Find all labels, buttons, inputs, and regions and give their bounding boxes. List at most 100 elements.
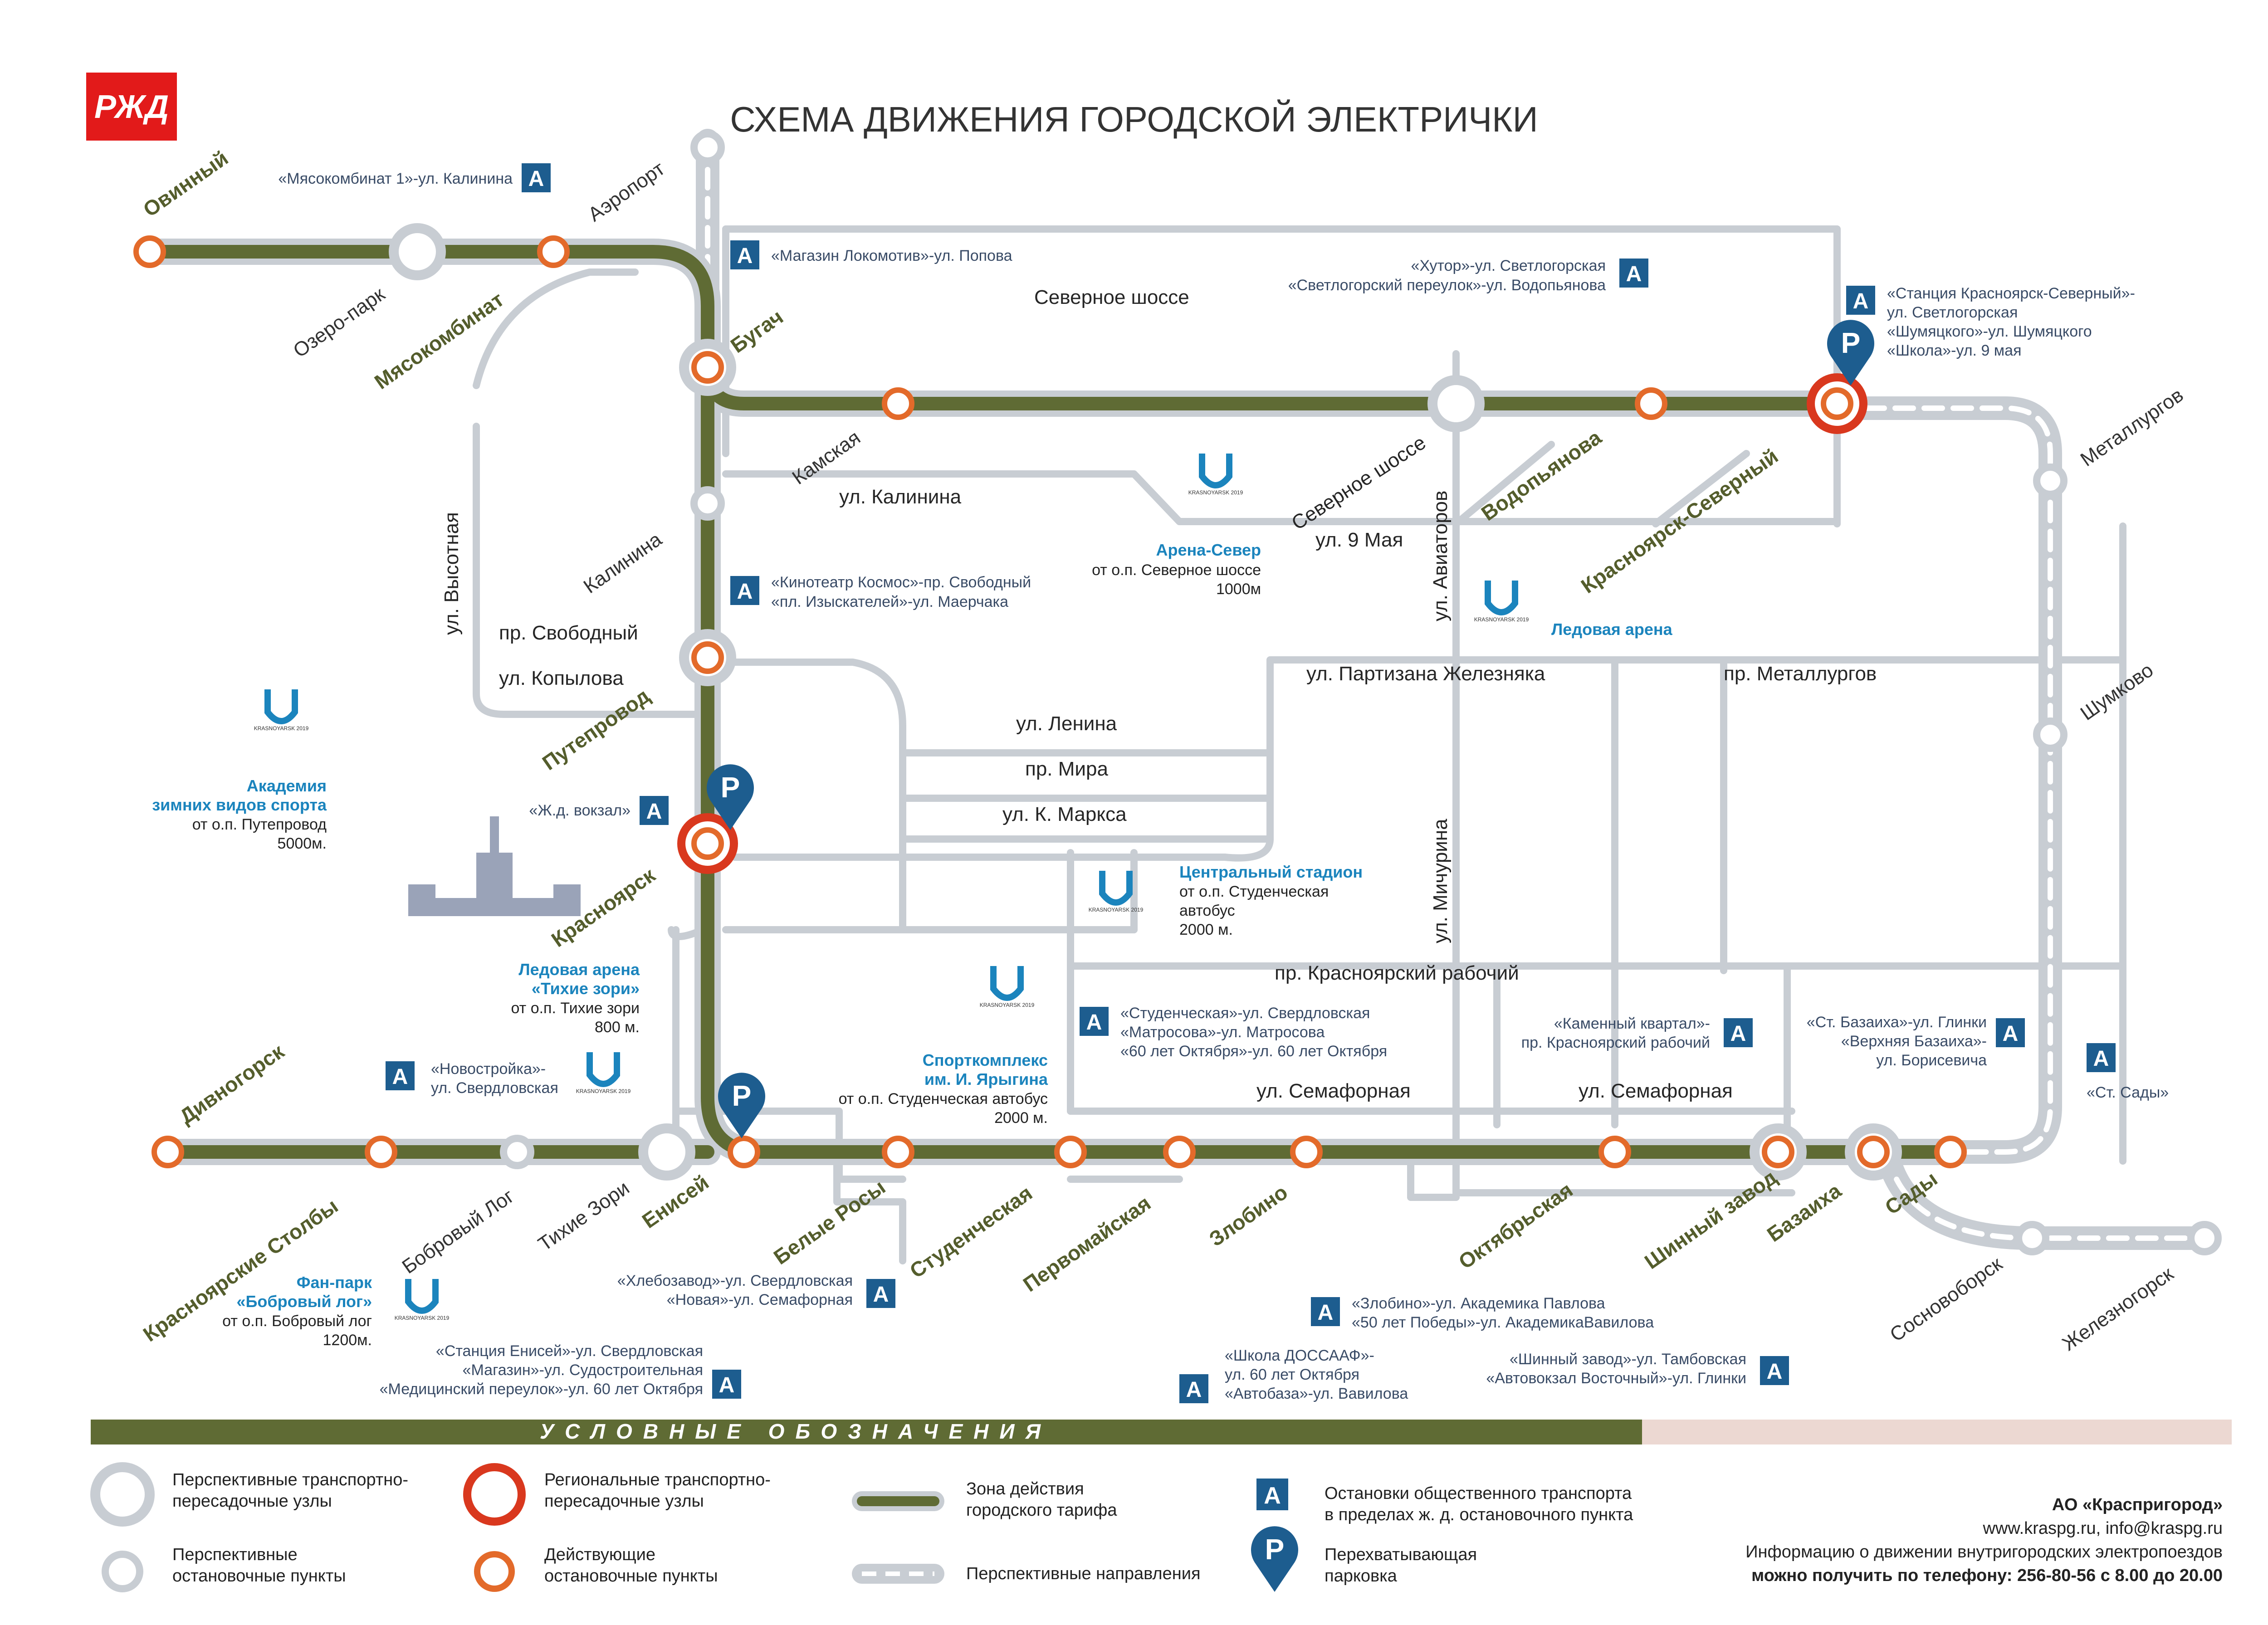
venue-title: Центральный стадион bbox=[1179, 863, 1363, 881]
legend-label: Остановки общественного транспорта bbox=[1325, 1484, 1632, 1503]
legend-label: остановочные пункты bbox=[172, 1566, 346, 1586]
legend-label: Региональные транспортно- bbox=[544, 1470, 771, 1489]
svg-text:A: A bbox=[1730, 1022, 1746, 1046]
street-label: пр. Мира bbox=[1025, 758, 1108, 780]
station-oktyabrskaya[interactable] bbox=[1598, 1136, 1631, 1168]
street-label: Северное шоссе bbox=[1034, 286, 1189, 308]
station-bugach[interactable] bbox=[691, 351, 724, 384]
hub-severnoe-shosse bbox=[1427, 375, 1485, 432]
universiade-logo: KRASNOYARSK 2019 bbox=[1188, 454, 1243, 496]
bus-stop-sign: A bbox=[1311, 1297, 1340, 1326]
svg-text:A: A bbox=[646, 800, 662, 824]
svg-text:A: A bbox=[1767, 1360, 1783, 1384]
station-ovinny[interactable] bbox=[133, 235, 166, 268]
label-divnogorsk: Дивногорск bbox=[175, 1039, 289, 1128]
legend-label: Перспективные bbox=[172, 1545, 298, 1564]
street-label: пр. Металлургов bbox=[1724, 663, 1877, 685]
street-label: ул. Авиаторов bbox=[1429, 491, 1452, 621]
label-putoprovod: Путепровод bbox=[538, 683, 654, 775]
svg-text:A: A bbox=[737, 580, 753, 604]
street-network bbox=[473, 225, 2126, 1264]
venue-title: Арена-Север bbox=[1156, 541, 1261, 559]
svg-text:P: P bbox=[1265, 1533, 1285, 1566]
bus-stop-sign: A bbox=[1760, 1356, 1789, 1385]
label-enisey: Енисей bbox=[638, 1170, 713, 1233]
transit-note: «Ст. Базаиха»-ул. Глинки bbox=[1807, 1014, 1987, 1031]
stop-shumkovo bbox=[2033, 717, 2068, 752]
transit-note: «Кинотеатр Космос»-пр. Свободный bbox=[771, 574, 1031, 591]
legend-label: Зона действия bbox=[966, 1479, 1084, 1498]
transit-note: ул. 60 лет Октября bbox=[1225, 1366, 1359, 1383]
universiade-logo: KRASNOYARSK 2019 bbox=[576, 1052, 631, 1094]
transit-note: «Медицинский переулок»-ул. 60 лет Октябр… bbox=[380, 1381, 703, 1398]
station-pervomayskaya[interactable] bbox=[1163, 1136, 1196, 1168]
street-label: ул. Партизана Железняка bbox=[1306, 663, 1545, 685]
venue-desc: 5000м. bbox=[278, 835, 327, 852]
station-shinny-zavod[interactable] bbox=[1762, 1136, 1794, 1168]
station-belye-rosy[interactable] bbox=[882, 1136, 914, 1168]
parking-icon[interactable]: P bbox=[707, 764, 754, 830]
street-label: ул. 9 Мая bbox=[1315, 529, 1403, 551]
footer-info: Информацию о движении внутригородских эл… bbox=[1745, 1542, 2223, 1562]
stop-metallurgov bbox=[2033, 464, 2068, 498]
legend-label: пересадочные узлы bbox=[172, 1492, 332, 1511]
footer: АО «Краспригород» www.kraspg.ru, info@kr… bbox=[1745, 1495, 2223, 1585]
station-divnogorsk[interactable] bbox=[152, 1136, 184, 1168]
station-krasnoyarsk[interactable] bbox=[691, 827, 724, 860]
station-enisey[interactable] bbox=[728, 1136, 760, 1168]
hub-ozero-park bbox=[389, 223, 446, 280]
station-putoprovod[interactable] bbox=[691, 641, 724, 674]
station-krasnoyarsk-severny[interactable] bbox=[1821, 387, 1853, 420]
station-kamskaya[interactable] bbox=[882, 387, 914, 420]
street-label: ул. Мичурина bbox=[1429, 819, 1452, 943]
street-label: ул. Копылова bbox=[499, 667, 624, 689]
bus-stop-sign: A bbox=[1846, 286, 1875, 315]
label-metallurgov: Металлургов bbox=[2077, 384, 2188, 471]
station-studencheskaya[interactable] bbox=[1054, 1136, 1087, 1168]
station-myasokombinat[interactable] bbox=[537, 235, 570, 268]
street-labels: Северное шоссе ул. Калинина ул. Высотная… bbox=[440, 286, 1877, 1102]
transit-note: пр. Красноярский рабочий bbox=[1521, 1034, 1710, 1051]
label-pervomayskaya: Первомайская bbox=[1019, 1191, 1155, 1296]
legend-label: пересадочные узлы bbox=[544, 1492, 704, 1511]
transit-note: «Автобаза»-ул. Вавилова bbox=[1225, 1385, 1408, 1402]
legend-regional-hub-icon bbox=[463, 1463, 526, 1526]
label-ozero-park: Озеро-парк bbox=[289, 283, 389, 362]
station-markers bbox=[133, 130, 2222, 1255]
venue-title: зимних видов спорта bbox=[152, 795, 327, 814]
parking-pins: P P P bbox=[707, 320, 1874, 1138]
street-label: ул. Калинина bbox=[839, 486, 962, 508]
stop-zheleznogorsk bbox=[2187, 1221, 2222, 1255]
station-stolby[interactable] bbox=[365, 1136, 397, 1168]
universiade-logo: KRASNOYARSK 2019 bbox=[1474, 581, 1529, 623]
station-vodopyanova[interactable] bbox=[1635, 387, 1667, 420]
transit-note: ул. Свердловская bbox=[431, 1079, 558, 1097]
stop-sosnovoborsk bbox=[2015, 1221, 2049, 1255]
legend-label: Перехватывающая bbox=[1325, 1545, 1477, 1564]
parking-icon[interactable]: P bbox=[1827, 320, 1874, 386]
street-label: ул. Ленина bbox=[1016, 712, 1117, 735]
label-bobrovy-log: Бобровый Лог bbox=[398, 1185, 518, 1278]
label-ovinny: Овинный bbox=[139, 146, 232, 221]
station-bazaikha[interactable] bbox=[1857, 1136, 1890, 1168]
footer-company: АО «Краспригород» bbox=[2052, 1495, 2223, 1514]
transit-notes: A «Мясокомбинат 1»-ул. Калинина A «Магаз… bbox=[278, 163, 2169, 1403]
hub-tikhie-zori bbox=[638, 1123, 695, 1181]
transit-note: «Станция Енисей»-ул. Свердловская bbox=[436, 1342, 703, 1360]
venue-desc: 1000м bbox=[1216, 581, 1261, 598]
svg-text:A: A bbox=[392, 1065, 408, 1089]
venue-title: Академия bbox=[247, 776, 327, 795]
label-aeroport: Аэропорт bbox=[584, 157, 669, 226]
transit-note: «Школа ДОССААФ»- bbox=[1225, 1347, 1374, 1364]
legend-label: в пределах ж. д. остановочного пункта bbox=[1325, 1505, 1633, 1524]
parking-icon[interactable]: P bbox=[718, 1073, 765, 1138]
svg-text:A: A bbox=[1318, 1301, 1334, 1325]
label-sosnovoborsk: Сосновоборск bbox=[1886, 1252, 2007, 1346]
transit-note: «Станция Красноярск-Северный»- bbox=[1887, 285, 2135, 302]
transit-note: «Новостройка»- bbox=[431, 1060, 546, 1078]
svg-text:A: A bbox=[873, 1283, 889, 1307]
station-zlobino[interactable] bbox=[1290, 1136, 1323, 1168]
transit-note: «Ж.д. вокзал» bbox=[529, 802, 631, 819]
station-sady[interactable] bbox=[1934, 1136, 1967, 1168]
transit-note: «Шинный завод»-ул. Тамбовская bbox=[1510, 1351, 1746, 1368]
